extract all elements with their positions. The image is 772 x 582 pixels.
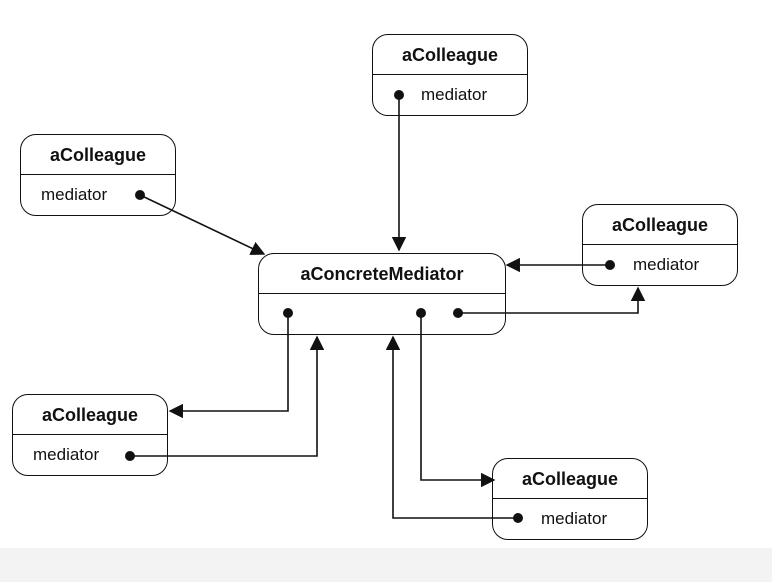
arrow-left-upper-to-mediator xyxy=(139,194,266,255)
mediator-field-label-top: mediator xyxy=(421,85,488,104)
mediator-reference-dot-middle xyxy=(416,308,426,318)
arrow-mediator-to-left-lower xyxy=(168,313,289,419)
mediator-field-label-left-upper: mediator xyxy=(41,185,108,204)
mediator-reference-dot-right xyxy=(453,308,463,318)
colleague-box-top: aColleague mediator xyxy=(372,34,528,116)
arrow-left-lower-to-mediator xyxy=(130,335,325,457)
colleague-field-left-upper: mediator xyxy=(21,175,175,215)
colleague-field-bottom-right: mediator xyxy=(493,499,647,539)
reference-dot-right xyxy=(605,260,615,270)
reference-dot-left-lower xyxy=(125,451,135,461)
reference-dot-top xyxy=(394,90,404,100)
concrete-mediator-title: aConcreteMediator xyxy=(259,254,505,294)
arrow-bottom-right-to-mediator xyxy=(385,335,518,519)
mediator-field-label-bottom-right: mediator xyxy=(541,509,608,528)
colleague-title-right: aColleague xyxy=(583,205,737,245)
colleague-title-top: aColleague xyxy=(373,35,527,75)
reference-dot-bottom-right xyxy=(513,513,523,523)
mediator-field-label-right: mediator xyxy=(633,255,700,274)
colleague-box-bottom-right: aColleague mediator xyxy=(492,458,648,540)
colleague-box-left-lower: aColleague mediator xyxy=(12,394,168,476)
colleague-field-left-lower: mediator xyxy=(13,435,167,475)
arrow-mediator-to-right xyxy=(458,286,646,314)
colleague-title-left-upper: aColleague xyxy=(21,135,175,175)
colleague-title-bottom-right: aColleague xyxy=(493,459,647,499)
colleague-box-left-upper: aColleague mediator xyxy=(20,134,176,216)
colleague-field-top: mediator xyxy=(373,75,527,115)
colleague-field-right: mediator xyxy=(583,245,737,285)
colleague-box-right: aColleague mediator xyxy=(582,204,738,286)
mediator-field-label-left-lower: mediator xyxy=(33,445,100,464)
colleague-title-left-lower: aColleague xyxy=(13,395,167,435)
concrete-mediator-box: aConcreteMediator xyxy=(258,253,506,335)
bottom-band xyxy=(0,548,772,582)
reference-dot-left-upper xyxy=(135,190,145,200)
mediator-reference-dot-left xyxy=(283,308,293,318)
arrow-mediator-to-bottom-right xyxy=(420,313,496,488)
